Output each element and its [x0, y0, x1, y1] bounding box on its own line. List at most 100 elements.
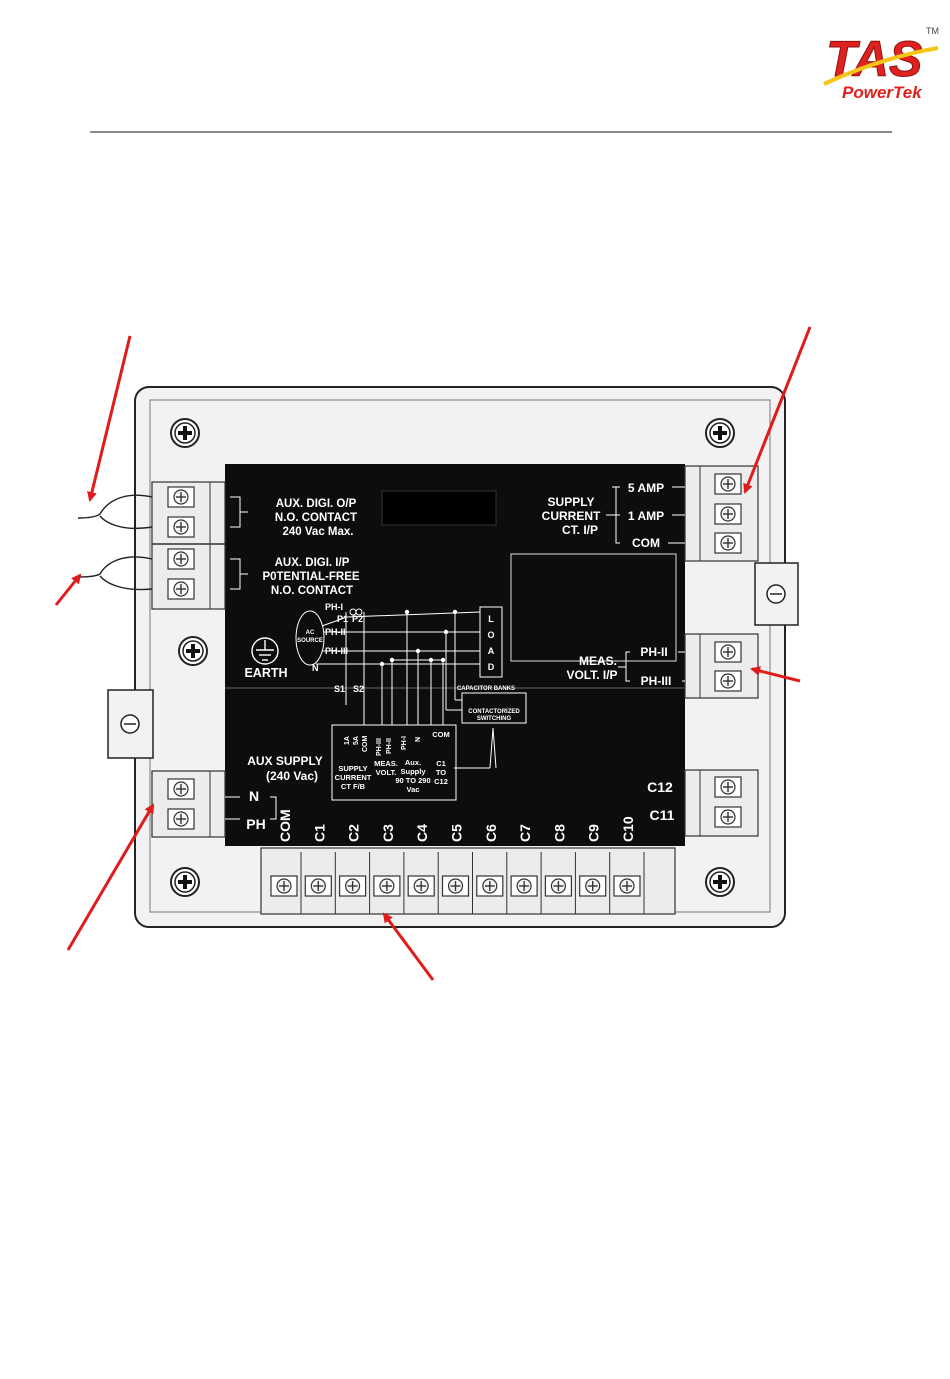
aux-out-line2: N.O. CONTACT — [275, 512, 357, 524]
bottom-terminal-screws — [270, 852, 645, 914]
relay-aux-line1: Aux. — [405, 758, 421, 767]
relay-tap-1a: 1A — [344, 736, 351, 745]
earth-label: EARTH — [244, 666, 287, 680]
schem-n: N — [312, 663, 319, 673]
display-window — [381, 490, 497, 526]
aux-supply-ph: PH — [246, 816, 265, 832]
mount-screw-bottom-right-icon — [705, 867, 735, 897]
terminal-ct-1amp[interactable] — [714, 503, 742, 525]
meas-volt-line1: MEAS. — [579, 654, 617, 668]
relay-out-line2: TO — [436, 768, 446, 777]
terminal-aux-in-1[interactable] — [167, 548, 195, 570]
relay-tap-ph3: PH-III — [376, 738, 383, 756]
relay-com: COM — [432, 730, 450, 739]
terminal-c10[interactable] — [613, 875, 641, 897]
terminal-c6[interactable] — [476, 875, 504, 897]
terminal-c1[interactable] — [304, 875, 332, 897]
aux-in-line3: N.O. CONTACT — [271, 585, 353, 597]
schem-load-l: L — [488, 614, 494, 624]
terminal-label-c10: C10 — [620, 816, 636, 842]
volt-tap-ph3: PH-III — [641, 674, 672, 688]
relay-ct-line2: CURRENT — [335, 773, 372, 782]
terminal-ct-com[interactable] — [714, 532, 742, 554]
terminal-volt-ph2[interactable] — [714, 641, 742, 663]
aux-out-line1: AUX. DIGI. O/P — [276, 498, 357, 510]
terminal-aux-supply-ph[interactable] — [167, 808, 195, 830]
terminal-aux-supply-n[interactable] — [167, 778, 195, 800]
schem-ph3: PH-III — [325, 646, 348, 656]
mount-screw-top-right-icon — [705, 418, 735, 448]
relay-meas-line1: MEAS. — [374, 759, 398, 768]
relay-tap-com: COM — [362, 736, 369, 753]
terminal-label-c2: C2 — [346, 824, 362, 842]
relay-out-line1: C1 — [436, 759, 446, 768]
schem-cap-banks: CAPACITOR BANKS — [457, 686, 515, 692]
arrow-aux-out-icon — [87, 335, 132, 502]
terminal-c7[interactable] — [510, 875, 538, 897]
arrow-ct-input-icon — [743, 326, 812, 494]
schem-source-2: SOURCE — [297, 638, 323, 644]
terminal-ct-5amp[interactable] — [714, 473, 742, 495]
arrow-aux-in-icon — [54, 573, 82, 606]
relay-aux-line4: Vac — [407, 785, 420, 794]
label-c12: C12 — [647, 779, 673, 795]
aux-in-line2: P0TENTIAL-FREE — [262, 571, 359, 583]
relay-tap-5a: 5A — [353, 736, 360, 745]
terminal-label-com: COM — [277, 809, 293, 842]
terminal-label-c5: C5 — [449, 824, 465, 842]
schem-contactor-2: SWITCHING — [477, 716, 512, 722]
arrow-aux-supply-icon — [66, 803, 155, 951]
terminal-c3[interactable] — [373, 875, 401, 897]
supply-current-line2: CURRENT — [542, 509, 601, 523]
terminal-aux-out-1[interactable] — [167, 486, 195, 508]
terminal-c2[interactable] — [338, 875, 367, 897]
logo-powertek-text: PowerTek — [842, 83, 923, 102]
logo-trademark: TM — [926, 26, 939, 36]
aux-supply-line2: (240 Vac) — [266, 769, 318, 783]
right-clip-screw-icon — [766, 584, 786, 604]
terminal-aux-in-2[interactable] — [167, 578, 195, 600]
schem-ph2: PH-II — [325, 627, 346, 637]
terminal-aux-out-2[interactable] — [167, 516, 195, 538]
terminal-c12[interactable] — [714, 776, 742, 798]
terminal-c5[interactable] — [441, 875, 470, 897]
relay-ct-line1: SUPPLY — [338, 764, 367, 773]
relay-tap-ph2: PH-II — [386, 738, 393, 754]
label-c11: C11 — [650, 807, 675, 823]
volt-tap-ph2: PH-II — [640, 645, 667, 659]
module-window — [510, 553, 677, 662]
relay-aux-line2: Supply — [400, 767, 426, 776]
schem-p1: P1 — [337, 614, 348, 624]
relay-aux-line3: 90 TO 290 — [395, 776, 430, 785]
terminal-c11[interactable] — [714, 806, 742, 828]
schem-ph1: PH-I — [325, 602, 343, 612]
terminal-c9[interactable] — [579, 875, 607, 897]
supply-current-line3: CT. I/P — [562, 523, 598, 537]
mount-screw-earth-icon — [178, 636, 208, 666]
mount-screw-bottom-left-icon — [170, 867, 200, 897]
arrow-volt-input-icon — [750, 666, 801, 683]
terminal-c8[interactable] — [544, 875, 573, 897]
left-wire-loops — [77, 494, 153, 591]
terminal-label-c8: C8 — [551, 824, 567, 842]
schem-s1: S1 — [334, 684, 345, 694]
header-rule — [90, 131, 892, 133]
logo-swoosh-icon — [823, 46, 939, 86]
schem-source-1: AC — [306, 630, 315, 636]
schem-load-d: D — [488, 662, 495, 672]
relay-tap-ph1: PH-I — [401, 736, 408, 750]
meas-volt-line2: VOLT. I/P — [566, 668, 617, 682]
relay-meas-line2: VOLT. — [376, 768, 397, 777]
relay-ct-line3: CT F/B — [341, 782, 366, 791]
terminal-label-c1: C1 — [311, 824, 327, 842]
earth-icon — [251, 637, 279, 665]
terminal-label-c4: C4 — [414, 824, 430, 842]
terminal-c4[interactable] — [407, 875, 435, 897]
left-clip-screw-icon — [120, 714, 140, 734]
terminal-label-c7: C7 — [517, 824, 533, 842]
terminal-com[interactable] — [270, 875, 298, 897]
tas-powertek-logo: TAS PowerTek TM — [823, 26, 939, 102]
terminal-volt-ph3[interactable] — [714, 670, 742, 692]
callout-arrows — [54, 326, 812, 981]
